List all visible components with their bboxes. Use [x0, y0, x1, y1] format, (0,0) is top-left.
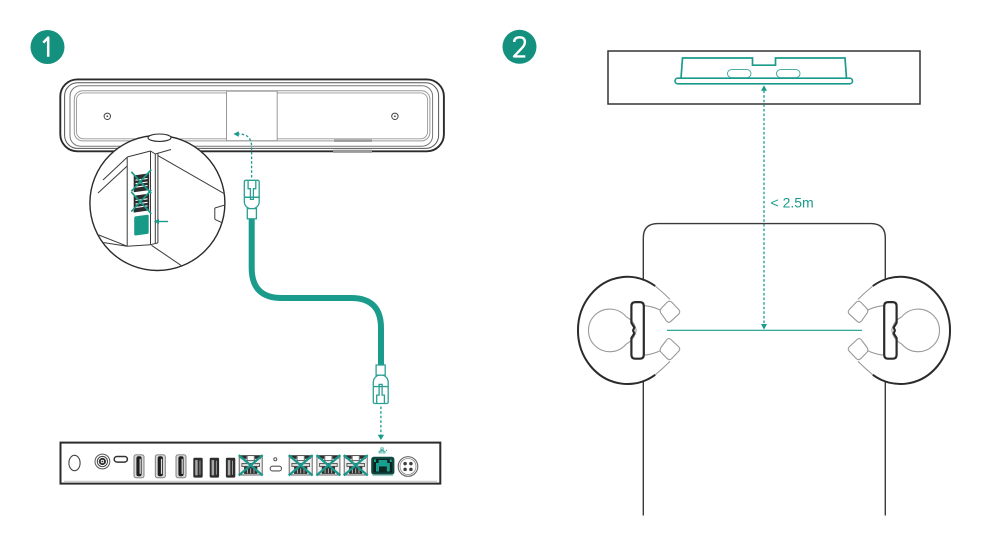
svg-text:< 2.5m: < 2.5m — [771, 195, 814, 211]
